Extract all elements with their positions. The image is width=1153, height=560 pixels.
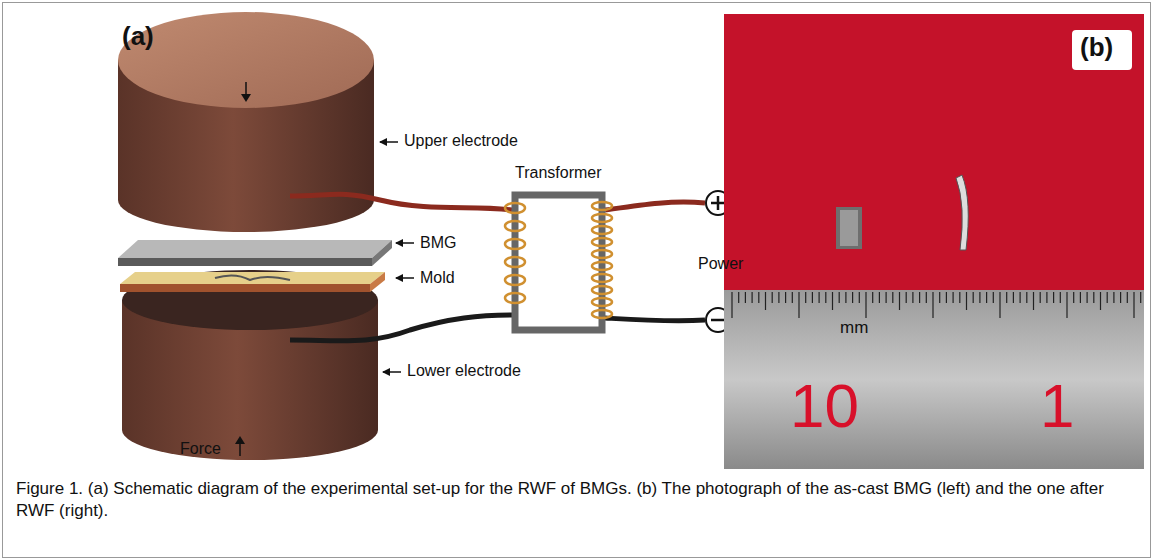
ruler-number: 1 [1040,370,1074,441]
leader-arrows [380,142,414,372]
lower-electrode [122,270,378,460]
upper-electrode [118,12,374,232]
figure-caption: Figure 1. (a) Schematic diagram of the e… [16,478,1136,522]
ruler-unit: mm [840,318,868,338]
photograph [724,14,1144,469]
panel-label: (b) [1080,33,1113,63]
panel-label: (a) [122,22,154,52]
ruler-number: 10 [790,370,859,441]
mold-plate [120,272,385,292]
bmg-plate [118,240,392,266]
part-label: Transformer [515,164,602,182]
part-label: Force [180,440,221,458]
part-label: Upper electrode [404,132,518,150]
part-label: Power [698,255,743,273]
part-label: Mold [420,269,455,287]
part-label: Lower electrode [407,362,521,380]
transformer-symbol [505,195,612,330]
part-label: BMG [420,234,456,252]
